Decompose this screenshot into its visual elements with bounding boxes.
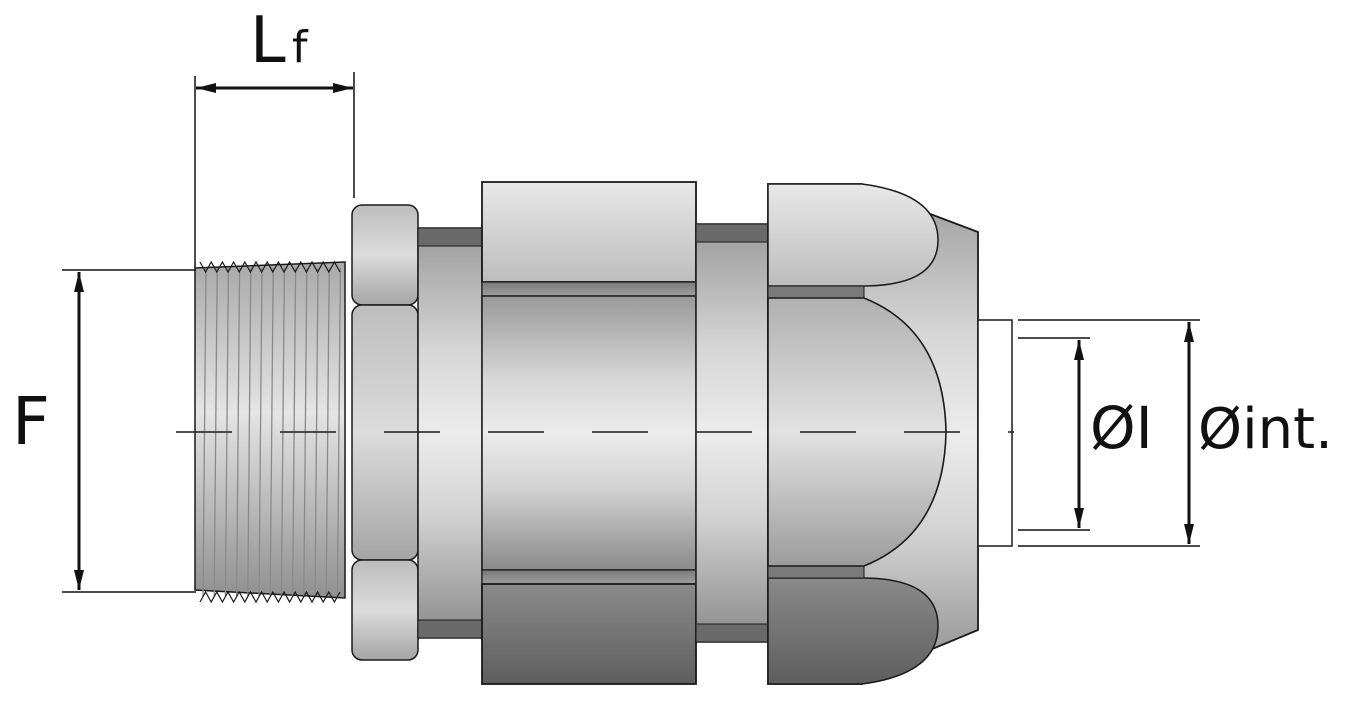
hex-face-bottom — [351, 559, 419, 661]
thread-ridge-line — [258, 267, 263, 597]
cap-lobe-top — [767, 183, 939, 287]
dimension-cable-diameter: ØI — [1018, 337, 1153, 531]
dimension-inner-diameter: Øint. — [1018, 319, 1333, 547]
thread-ridge-line — [247, 267, 252, 597]
thread-bottom-teeth — [199, 590, 341, 604]
thread-body — [194, 261, 346, 599]
dimension-f: F — [12, 269, 196, 593]
body-neck-2 — [695, 223, 769, 643]
hex-face-top — [351, 204, 419, 306]
label-cable-diameter: ØI — [1090, 394, 1153, 462]
label-lf-sub: f — [292, 22, 309, 73]
thread-ridge-line — [269, 267, 274, 597]
label-inner-diameter: Øint. — [1198, 397, 1333, 462]
body-neck-1 — [417, 227, 483, 639]
cap-nut — [767, 183, 1013, 685]
thread-ridge-line — [336, 267, 342, 597]
label-f: F — [12, 383, 50, 460]
cable-exit — [977, 319, 1013, 547]
dimension-lf: L f — [194, 4, 355, 268]
union-nut-top — [481, 181, 697, 283]
union-nut-center — [481, 295, 697, 571]
union-nut-bottom — [481, 583, 697, 685]
cap-lobe-bottom — [767, 577, 939, 685]
thread-ridge-line — [235, 267, 241, 597]
union-nut — [481, 181, 697, 685]
label-lf-main: L — [250, 4, 286, 78]
thread-top-teeth — [199, 260, 341, 274]
